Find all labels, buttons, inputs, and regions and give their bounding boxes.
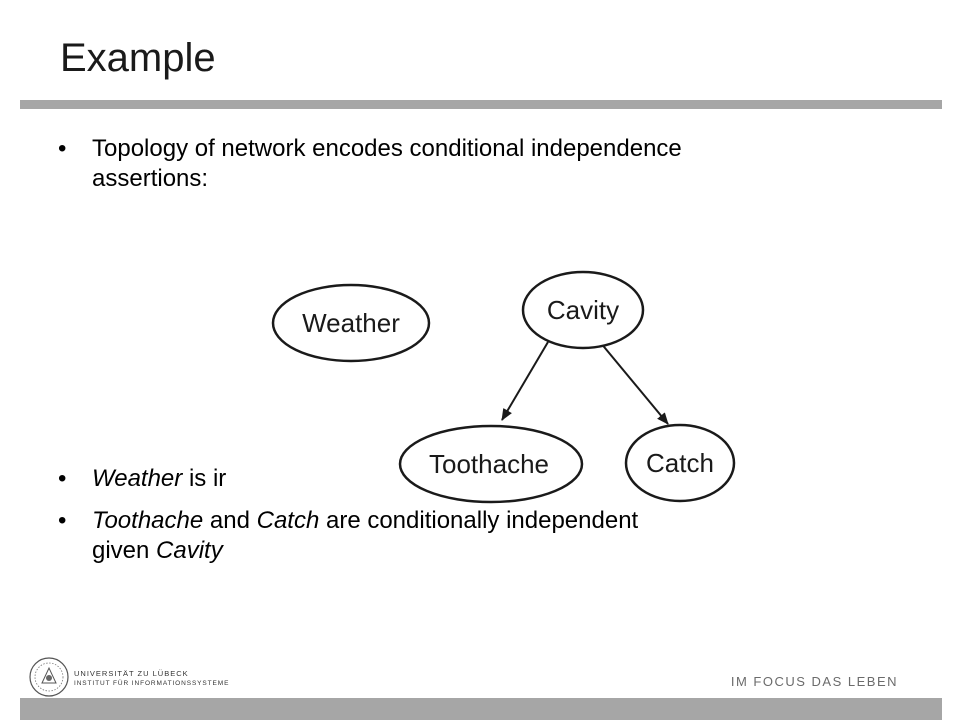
institute-name: INSTITUT FÜR INFORMATIONSSYSTEME [74,680,230,687]
edge-cavity-toothache [501,341,549,421]
bullet-and: and [203,507,257,534]
title-divider [20,100,942,109]
node-catch-label: Catch [646,448,714,478]
bullet-rest: is ir [182,465,227,492]
bullet-marker: • [58,507,67,534]
bullet-marker: • [58,135,67,162]
bullet-mid: are conditionally independent [319,507,639,534]
bullet-text: Toothache and Catch are conditionally in… [92,506,638,566]
bayes-network-diagram: Weather Cavity Toothache Catch [271,270,736,504]
node-weather-label: Weather [302,308,400,338]
emphasis-weather: Weather [92,465,183,492]
edge-cavity-catch [599,341,669,425]
bullet-line-1: Topology of network encodes conditional … [92,135,682,162]
emphasis-cavity: Cavity [156,537,223,564]
bullet-text: Weather is ir [92,464,226,494]
emphasis-catch: Catch [256,507,320,534]
university-name: UNIVERSITÄT ZU LÜBECK [74,669,189,678]
bullet-weather: • Weather is ir [58,464,318,494]
node-toothache: Toothache [398,424,584,504]
node-cavity: Cavity [521,270,645,350]
bullet-given: given [92,537,157,564]
bullet-toothache-catch: • Toothache and Catch are conditionally … [58,506,878,568]
bullet-topology: • Topology of network encodes conditiona… [58,134,878,196]
footer-slogan: IM FOCUS DAS LEBEN [730,674,898,689]
slide-title: Example [60,36,216,80]
bullet-text: Topology of network encodes conditional … [92,134,682,194]
node-weather: Weather [271,283,431,363]
footer-bar [20,698,942,720]
node-catch: Catch [624,423,736,503]
bullet-marker: • [58,465,67,492]
node-toothache-label: Toothache [429,449,549,479]
university-seal-icon [29,657,69,697]
node-cavity-label: Cavity [547,295,619,325]
emphasis-toothache: Toothache [92,507,204,534]
bullet-line-2: assertions: [92,165,209,192]
